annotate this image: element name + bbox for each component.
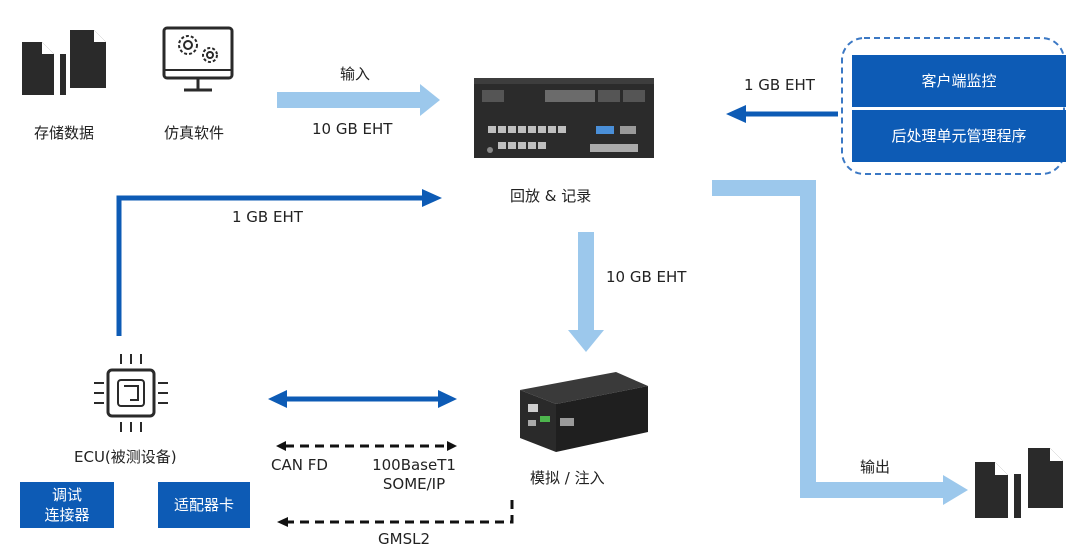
debug-connector-line2: 连接器 [44, 506, 90, 524]
ecu-chip-icon [94, 354, 168, 432]
base-t1-label: 100BaseT1 SOME/IP [366, 456, 462, 494]
storage-data-label: 存储数据 [34, 124, 95, 142]
input-arrow [277, 84, 440, 116]
post-processing-box[interactable]: 后处理单元管理程序 [852, 110, 1066, 162]
base-t1-line2: SOME/IP [382, 475, 446, 493]
output-files-icon [975, 448, 1063, 518]
simulate-inject-device [520, 372, 648, 452]
simulate-inject-label: 模拟 / 注入 [530, 469, 605, 487]
can-fd-dashed-arrow [276, 441, 457, 451]
adapter-card-button[interactable]: 适配器卡 [158, 482, 250, 528]
client-link-arrow [726, 105, 838, 123]
debug-connector-line1: 调试 [51, 486, 82, 504]
down-arrow [568, 232, 604, 352]
ecu-link-label: 1 GB EHT [232, 208, 303, 226]
gmsl2-label: GMSL2 [378, 530, 430, 548]
client-link-label: 1 GB EHT [744, 76, 815, 94]
output-label: 输出 [860, 458, 891, 476]
down-link-label: 10 GB EHT [606, 268, 687, 286]
ecu-label: ECU(被测设备) [74, 448, 177, 466]
output-arrow [712, 180, 968, 505]
playback-record-label: 回放 & 记录 [510, 187, 592, 205]
adapter-card-label: 适配器卡 [173, 496, 234, 514]
ecu-link-arrow [116, 189, 442, 336]
playback-record-device [474, 78, 654, 158]
bidirectional-arrow [268, 390, 457, 408]
can-fd-label: CAN FD [271, 456, 328, 474]
input-label: 输入 [340, 65, 371, 83]
input-speed-label: 10 GB EHT [312, 120, 393, 138]
simulation-software-icon [162, 26, 234, 92]
gmsl2-dashed-arrow [277, 500, 514, 527]
post-processing-label: 后处理单元管理程序 [891, 127, 1027, 145]
base-t1-line1: 100BaseT1 [372, 456, 456, 474]
client-monitor-label: 客户端监控 [921, 72, 997, 90]
debug-connector-button[interactable]: 调试 连接器 [20, 482, 114, 528]
simulation-software-label: 仿真软件 [164, 124, 225, 142]
storage-data-icon [22, 30, 106, 95]
client-monitor-box[interactable]: 客户端监控 [852, 55, 1066, 107]
